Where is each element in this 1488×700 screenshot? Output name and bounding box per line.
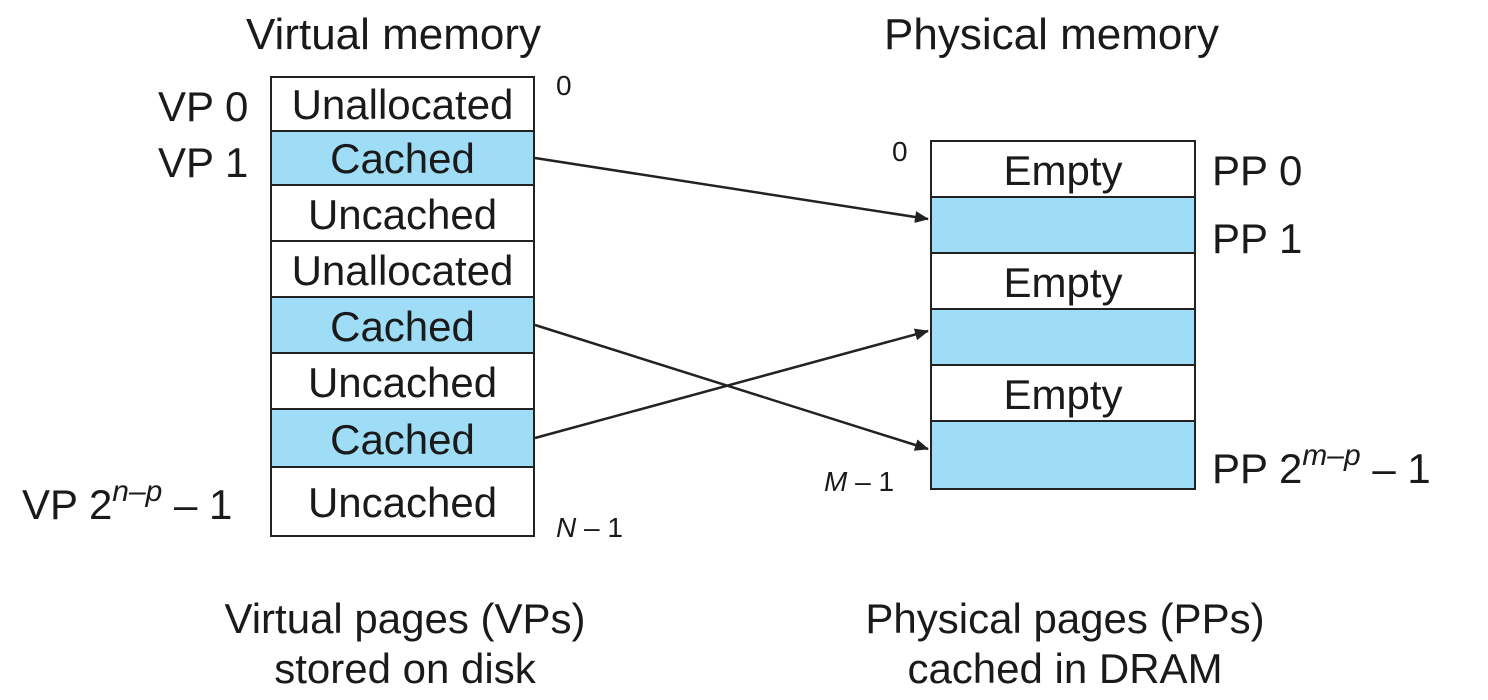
virtual-page-7: Uncached <box>270 466 535 537</box>
virtual-page-4-label: Cached <box>330 303 475 350</box>
physical-page-2: Empty <box>930 252 1196 310</box>
physical-addr-start: 0 <box>892 136 908 167</box>
virtual-page-2-label: Uncached <box>307 191 498 238</box>
virtual-page-0: Unallocated <box>270 76 535 132</box>
virtual-addr-end-suffix: – 1 <box>576 512 623 543</box>
physical-addr-end-var: M <box>824 466 848 497</box>
virtual-memory-title: Virtual memory <box>246 10 542 59</box>
vp-last-prefix: VP 2 <box>22 481 113 528</box>
virtual-caption-line2: stored on disk <box>274 645 536 693</box>
mapping-arrow-vp6-pp3 <box>534 328 929 440</box>
mapping-arrow-vp1-pp1 <box>534 156 929 223</box>
mapping-arrow-vp4-pp5 <box>534 323 929 451</box>
pp0-label: PP 0 <box>1212 147 1303 194</box>
vp1-label: VP 1 <box>158 139 249 186</box>
pp-last-suffix: – 1 <box>1360 445 1431 492</box>
physical-page-3 <box>930 308 1196 366</box>
virtual-caption: Virtual pages (VPs) stored on disk <box>200 594 610 695</box>
physical-caption: Physical pages (PPs) cached in DRAM <box>830 594 1300 695</box>
pp-last-prefix: PP 2 <box>1212 445 1303 492</box>
vp-last-exponent: n–p <box>112 475 163 508</box>
pp-last-label: PP 2m–p – 1 <box>1212 441 1431 492</box>
virtual-addr-end: N – 1 <box>556 514 623 542</box>
vp-last-suffix: – 1 <box>162 481 233 528</box>
physical-addr-end: M – 1 <box>824 468 894 496</box>
physical-page-2-label: Empty <box>1003 259 1123 306</box>
pp1-label: PP 1 <box>1212 215 1303 262</box>
virtual-addr-end-var: N <box>556 512 577 543</box>
physical-addr-end-suffix: – 1 <box>847 466 895 497</box>
virtual-page-1-label: Cached <box>330 135 475 182</box>
vp0-label: VP 0 <box>158 83 249 130</box>
virtual-page-3-label: Unallocated <box>291 247 514 294</box>
physical-page-0-label: Empty <box>1003 147 1123 194</box>
virtual-page-2: Uncached <box>270 184 535 242</box>
physical-caption-line2: cached in DRAM <box>907 645 1223 693</box>
virtual-page-5-label: Uncached <box>307 359 498 406</box>
virtual-addr-start: 0 <box>556 70 572 101</box>
virtual-page-6: Cached <box>270 408 535 468</box>
vp-last-label: VP 2n–p – 1 <box>22 477 233 528</box>
virtual-page-7-label: Uncached <box>307 479 498 526</box>
pp-last-exponent: m–p <box>1302 439 1361 472</box>
physical-caption-line1: Physical pages (PPs) <box>865 595 1265 642</box>
physical-page-4-label: Empty <box>1003 371 1123 418</box>
virtual-page-1: Cached <box>270 130 535 186</box>
virtual-page-6-label: Cached <box>330 416 475 463</box>
virtual-caption-line1: Virtual pages (VPs) <box>224 595 586 642</box>
physical-page-5 <box>930 420 1196 490</box>
physical-memory-title: Physical memory <box>884 10 1219 59</box>
virtual-page-0-label: Unallocated <box>291 81 514 128</box>
